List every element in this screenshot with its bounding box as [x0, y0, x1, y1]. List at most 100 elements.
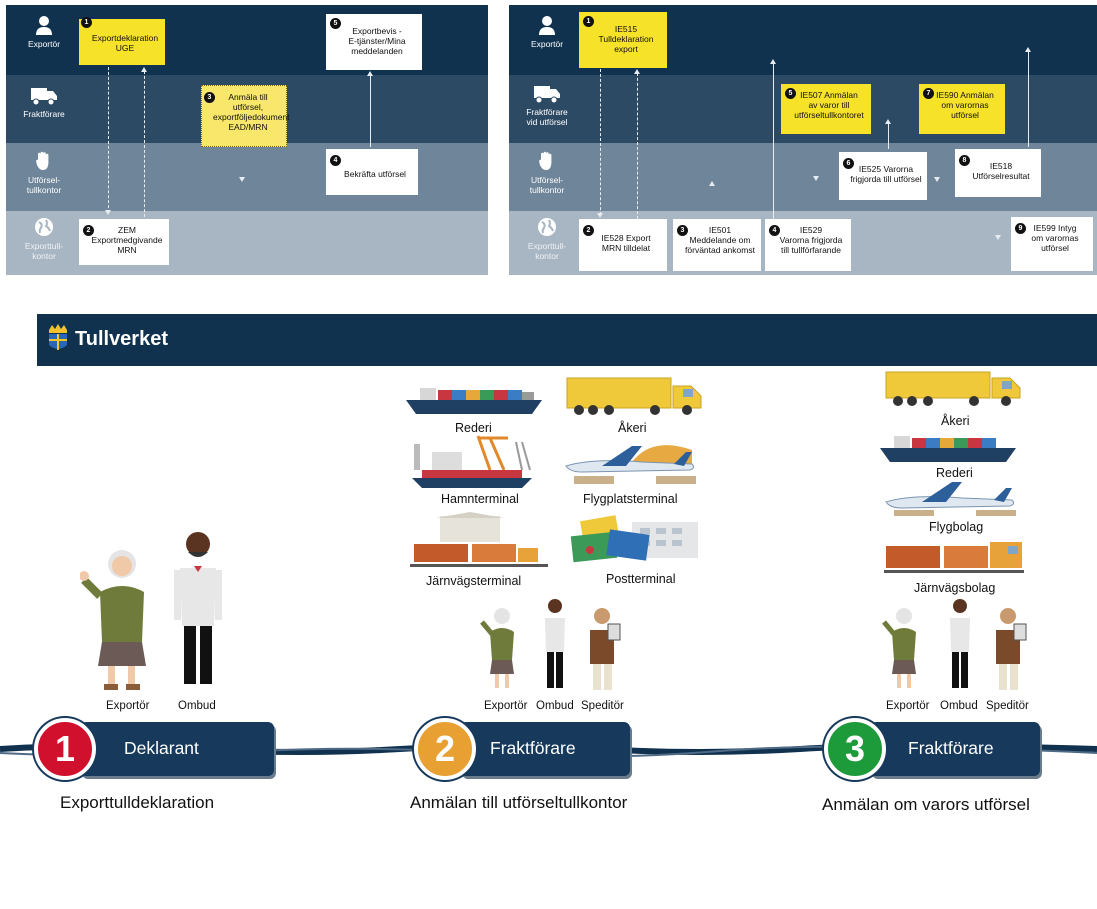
carrier-label-jarnvagsbolag: Järnvägsbolag	[914, 581, 996, 595]
carrier-label-rederi: Rederi	[455, 421, 492, 435]
arrow-head	[105, 210, 111, 215]
msg-box-5: 5 IE507 Anmälan av varor till utförseltu…	[781, 84, 871, 134]
msg-box-6: 6 IE525 Varorna frigjorda till utförsel	[839, 152, 927, 200]
step-3-number: 3	[824, 718, 886, 780]
carrier-label-rederi-right: Rederi	[936, 466, 973, 480]
step-3-caption: Anmälan om varors utförsel	[822, 795, 1030, 814]
flow-arrow	[888, 123, 889, 149]
person-label-agent-mid: Ombud	[536, 700, 574, 712]
step-1-tag: Deklarant	[80, 722, 274, 776]
step-box-1: 1 Exportdeklaration UGE	[79, 17, 165, 65]
arrow-head	[934, 177, 940, 182]
step-1-caption: Exporttulldeklaration	[60, 793, 215, 812]
arrow-head	[239, 177, 245, 182]
person-icon	[36, 16, 52, 35]
message-flow-diagram: Exportör Fraktförare vid utförsel Utförs…	[509, 5, 1097, 275]
truck-icon	[566, 377, 702, 415]
airplane-icon	[885, 482, 1016, 516]
step-2-caption: Anmälan till utförseltullkontor	[410, 793, 628, 812]
step-box-3: 3 Anmäla till utförsel, exportföljedokum…	[201, 85, 290, 147]
role-exit-office: Utförsel- tullkontor	[515, 151, 579, 195]
arrow-head	[709, 181, 715, 186]
carrier-label-akeri-right: Åkeri	[941, 414, 970, 428]
tullverket-logo-icon	[49, 324, 67, 350]
msg-box-4: 4 IE529 Varorna frigjorda till tullförfa…	[765, 219, 851, 271]
step-box-5: 5 Exportbevis - E-tjänster/Mina meddelan…	[326, 14, 422, 70]
arrow-head	[367, 71, 373, 76]
carrier-label-flygbolag: Flygbolag	[929, 520, 984, 534]
forwarder-figure	[996, 608, 1027, 690]
truck-icon	[885, 371, 1021, 406]
person-label-forwarder-right: Speditör	[986, 700, 1029, 712]
flow-arrow	[370, 75, 371, 147]
step-2-number: 2	[414, 718, 476, 780]
forwarder-figure	[590, 608, 621, 690]
flow-arrow	[600, 69, 601, 215]
msg-box-1: 1 IE515 Tulldeklaration export	[579, 12, 667, 68]
hand-stop-icon	[36, 151, 49, 170]
role-export-office: Exporttull- kontor	[515, 217, 579, 261]
arrow-head	[597, 213, 603, 218]
globe-icon	[35, 218, 53, 236]
role-exporter: Exportör	[12, 15, 76, 49]
exporter-figure	[480, 608, 514, 688]
flow-arrow	[108, 67, 109, 213]
flow-arrow	[1028, 51, 1029, 147]
arrow-head	[813, 176, 819, 181]
carrier-label-flygplatsterminal: Flygplatsterminal	[583, 492, 678, 506]
arrow-head	[885, 119, 891, 124]
msg-box-3: 3 IE501 Meddelande om förväntad ankomst	[673, 219, 761, 271]
role-exporter: Exportör	[515, 15, 579, 49]
truck-icon	[31, 88, 57, 105]
truck-icon	[534, 86, 560, 103]
agent-figure	[950, 599, 970, 688]
container-ship-icon	[406, 388, 542, 414]
person-label-exporter: Exportör	[106, 700, 150, 712]
person-icon	[539, 16, 555, 35]
container-ship-icon	[880, 436, 1016, 462]
carrier-label-hamnterminal: Hamnterminal	[441, 492, 519, 506]
person-label-exporter-right: Exportör	[886, 700, 930, 712]
carrier-label-akeri: Åkeri	[618, 421, 647, 435]
brand-name: Tullverket	[75, 328, 168, 350]
flow-arrow	[144, 71, 145, 217]
step-box-2: 2 ZEM Exportmedgivande MRN	[79, 219, 169, 265]
post-terminal-icon	[570, 515, 698, 563]
msg-box-8: 8 IE518 Utförselresultat	[955, 149, 1041, 197]
role-exit-office: Utförsel- tullkontor	[12, 151, 76, 195]
msg-box-7: 7 IE590 Anmälan om varornas utförsel	[919, 84, 1005, 134]
exporter-figure	[882, 608, 916, 688]
step-1-number: 1	[34, 718, 96, 780]
step-2-tag: Fraktförare	[460, 722, 630, 776]
person-label-exporter-mid: Exportör	[484, 700, 528, 712]
hand-stop-icon	[539, 151, 552, 170]
carrier-label-jarnvagsterminal: Järnvägsterminal	[426, 574, 522, 588]
role-carrier: Fraktförare vid utförsel	[515, 85, 579, 127]
airport-terminal-icon	[565, 445, 696, 484]
exporter-figure	[80, 550, 146, 690]
role-carrier: Fraktförare	[12, 87, 76, 119]
arrow-head	[770, 59, 776, 64]
train-icon	[884, 542, 1024, 573]
export-process-diagram: Exportör Fraktförare Utförsel- tullkonto…	[6, 5, 488, 275]
step-box-4: 4 Bekräfta utförsel	[326, 149, 418, 195]
globe-icon	[538, 218, 556, 236]
step-3-tag: Fraktförare	[870, 722, 1040, 776]
arrow-head	[141, 67, 147, 72]
msg-box-2: 2 IE528 Export MRN tilldelat	[579, 219, 667, 271]
arrow-head	[634, 69, 640, 74]
agent-figure	[545, 599, 565, 688]
person-label-agent: Ombud	[178, 700, 216, 712]
role-export-office: Exporttull- kontor	[12, 217, 76, 261]
arrow-head	[995, 235, 1001, 240]
carrier-label-postterminal: Postterminal	[606, 572, 676, 586]
rail-terminal-icon	[410, 512, 548, 567]
person-label-agent-right: Ombud	[940, 700, 978, 712]
arrow-head	[1025, 47, 1031, 52]
person-label-forwarder-mid: Speditör	[581, 700, 624, 712]
flow-arrow	[773, 63, 774, 219]
port-terminal-icon	[412, 435, 532, 488]
msg-box-9: 9 IE599 Intyg om varornas utförsel	[1011, 217, 1093, 271]
brand-banner: Tullverket	[37, 314, 1097, 366]
flow-arrow	[637, 73, 638, 219]
